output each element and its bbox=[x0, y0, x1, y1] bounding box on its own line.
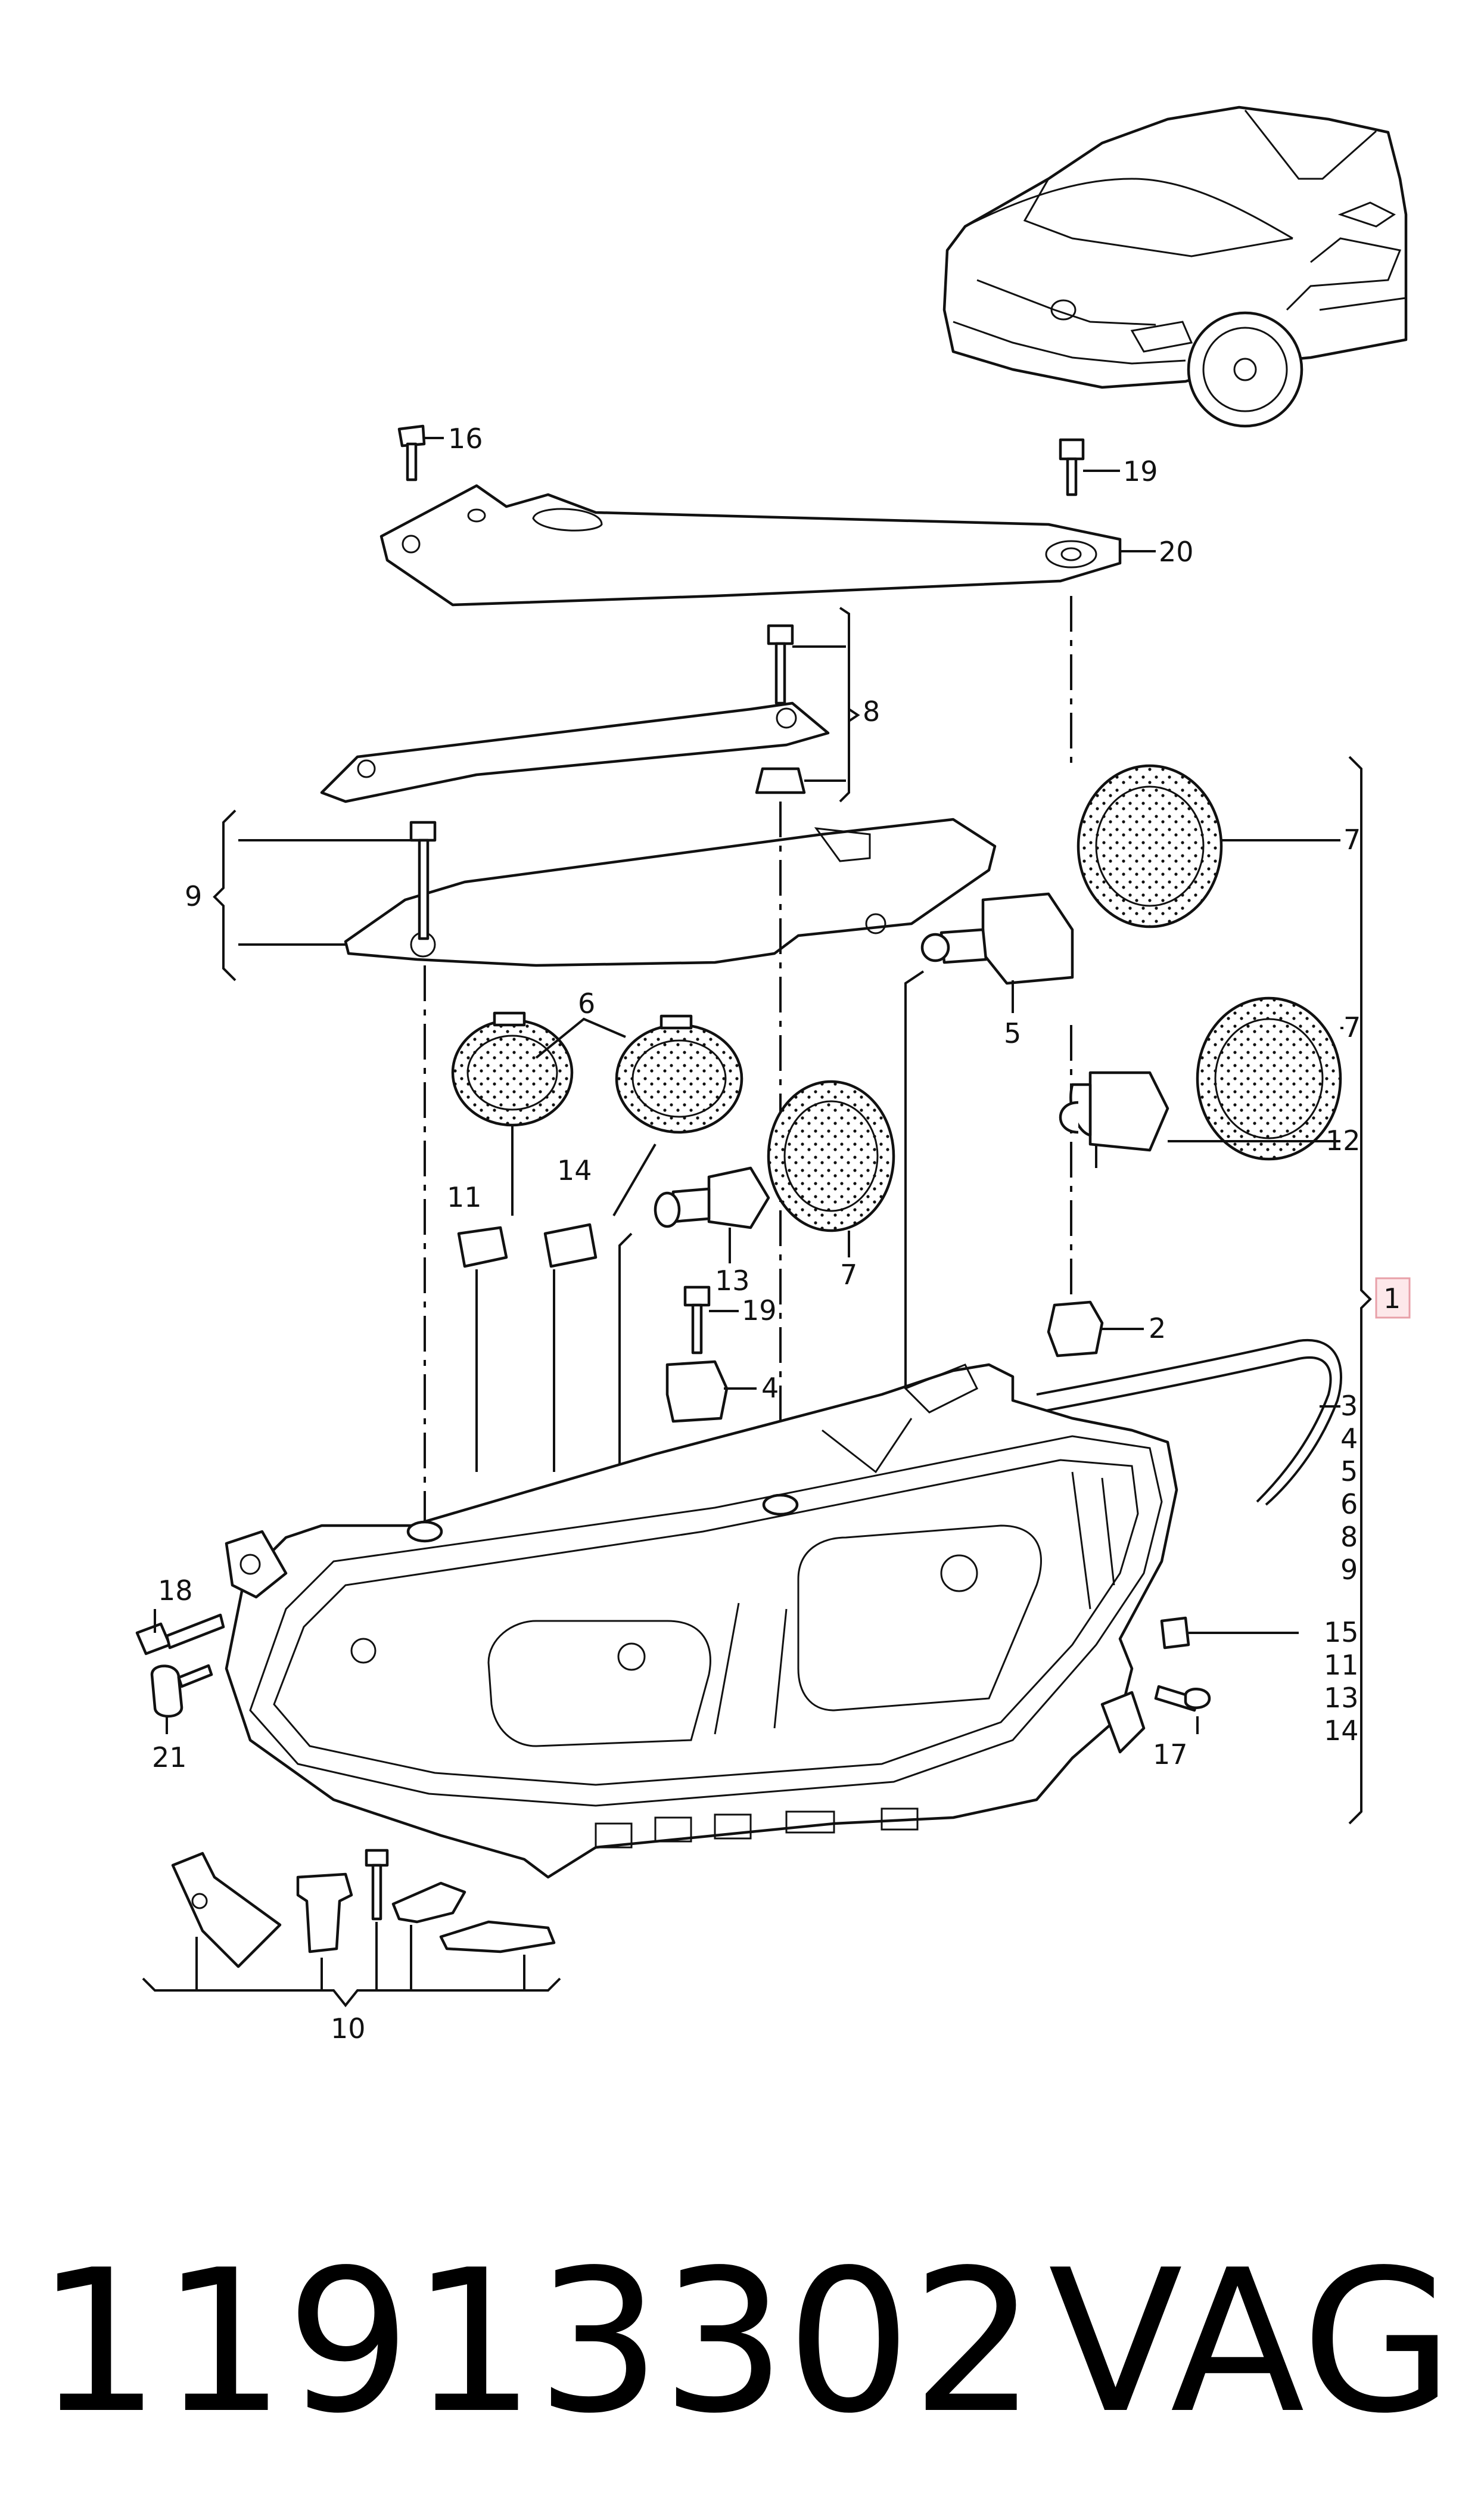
group-item-9: 9 bbox=[1340, 1554, 1358, 1586]
group-item-13: 13 bbox=[1324, 1682, 1359, 1714]
group-item-5: 5 bbox=[1340, 1455, 1358, 1487]
callout-2: 2 bbox=[1149, 1312, 1166, 1344]
small-bulbs bbox=[457, 1166, 770, 1472]
bracket-set bbox=[142, 1849, 561, 2008]
callout-7-mid: 7 bbox=[1343, 1011, 1361, 1043]
callout-4: 4 bbox=[761, 1372, 779, 1404]
footer: 11913302 VAG bbox=[36, 2229, 1454, 2455]
alignment-lines bbox=[424, 596, 1072, 1532]
headlight-housing bbox=[225, 1363, 1299, 1879]
callout-21: 21 bbox=[152, 1741, 187, 1773]
callout-8: 8 bbox=[863, 695, 880, 728]
small-covers bbox=[451, 1011, 743, 1217]
callout-3: 3 bbox=[1340, 1390, 1358, 1422]
brand-name: VAG bbox=[1048, 2228, 1454, 2456]
adjuster-2 bbox=[1047, 1300, 1144, 1358]
callout-12: 12 bbox=[1326, 1125, 1361, 1157]
callout-17: 17 bbox=[1153, 1738, 1188, 1771]
upper-cover-plate bbox=[379, 424, 1156, 607]
group-item-11: 11 bbox=[1324, 1649, 1359, 1681]
callout-1: 1 bbox=[1383, 1282, 1401, 1315]
callout-16: 16 bbox=[448, 423, 483, 455]
callout-7-top: 7 bbox=[1343, 824, 1361, 856]
callout-5: 5 bbox=[1004, 1017, 1021, 1049]
callout-10: 10 bbox=[331, 2012, 366, 2045]
group-item-6: 6 bbox=[1340, 1488, 1358, 1520]
callout-7-low: 7 bbox=[840, 1259, 857, 1291]
callout-9: 9 bbox=[185, 880, 202, 912]
callout-labels: 1 2 3 4 5 6 8 9 15 11 13 14 4 5 6 7 7 7 … bbox=[152, 423, 1401, 2045]
callout-20: 20 bbox=[1159, 536, 1194, 568]
callout-6: 6 bbox=[578, 987, 595, 1020]
seal-3 bbox=[1036, 1338, 1342, 1506]
callout-14: 14 bbox=[557, 1154, 592, 1186]
group-bracket bbox=[1348, 756, 1372, 1825]
callout-19-top: 19 bbox=[1123, 455, 1158, 487]
callout-13: 13 bbox=[715, 1265, 750, 1297]
callout-11: 11 bbox=[447, 1181, 482, 1213]
callout-19-mid: 19 bbox=[742, 1294, 777, 1327]
adjuster-4 bbox=[665, 1285, 757, 1423]
part-number: 11913302 bbox=[36, 2228, 1037, 2456]
large-covers bbox=[767, 764, 1343, 1257]
screws bbox=[135, 1609, 1211, 1734]
group-item-8: 8 bbox=[1340, 1521, 1358, 1553]
trim-strip bbox=[320, 607, 860, 803]
group-item-14: 14 bbox=[1324, 1714, 1359, 1747]
bulb-12 bbox=[1059, 1071, 1340, 1168]
callout-15: 15 bbox=[1324, 1616, 1359, 1648]
group-item-4: 4 bbox=[1340, 1422, 1358, 1455]
seal-cover bbox=[213, 809, 997, 981]
callout-1-highlight-box bbox=[1375, 1277, 1411, 1319]
car-location-thumbnail bbox=[942, 105, 1408, 428]
module-5 bbox=[904, 892, 1074, 1389]
callout-18: 18 bbox=[158, 1574, 193, 1607]
